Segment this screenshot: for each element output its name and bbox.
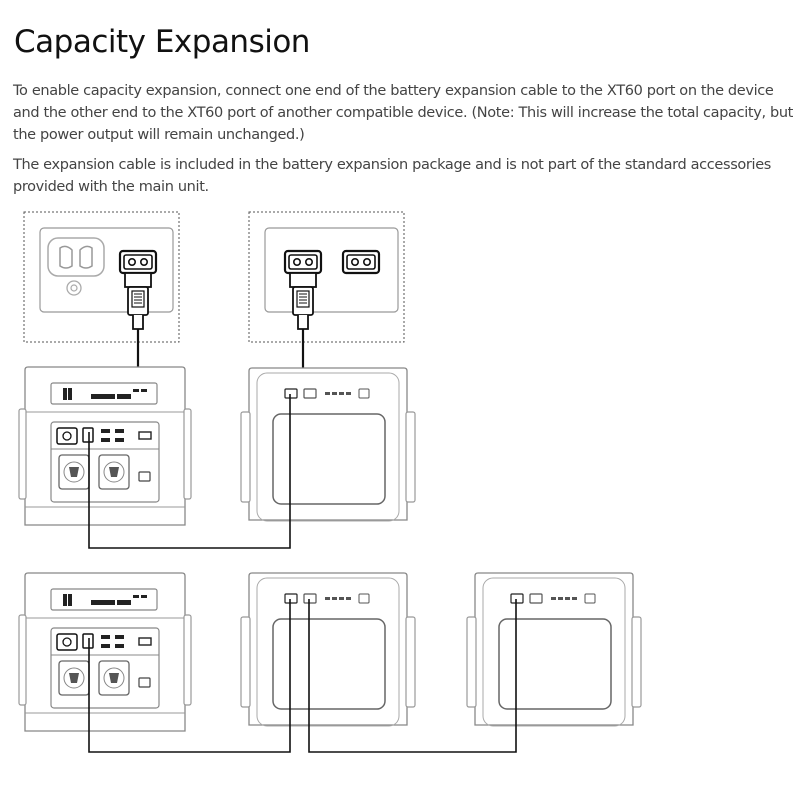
- port-detail-expansion: [248, 211, 405, 375]
- accessory-note-paragraph: The expansion cable is included in the b…: [13, 157, 771, 195]
- xt60-port-icon: [283, 249, 323, 275]
- expansion-cable-plug-icon: [123, 271, 153, 375]
- expansion-cable-line: [308, 599, 517, 753]
- main-power-station-unit: [18, 366, 192, 526]
- expansion-battery-unit: [240, 572, 416, 727]
- xt60-port-icon: [341, 249, 381, 275]
- main-power-station-unit: [18, 572, 192, 732]
- page-title: Capacity Expansion: [14, 24, 310, 60]
- expansion-battery-unit: [466, 572, 642, 727]
- expansion-cable-line: [88, 394, 291, 549]
- expansion-battery-unit: [240, 367, 416, 522]
- port-detail-main: [23, 211, 180, 375]
- expansion-cable-plug-icon: [288, 271, 318, 375]
- xt60-port-icon: [118, 249, 158, 275]
- expansion-cable-line: [88, 599, 291, 753]
- instruction-paragraph: To enable capacity expansion, connect on…: [13, 83, 794, 143]
